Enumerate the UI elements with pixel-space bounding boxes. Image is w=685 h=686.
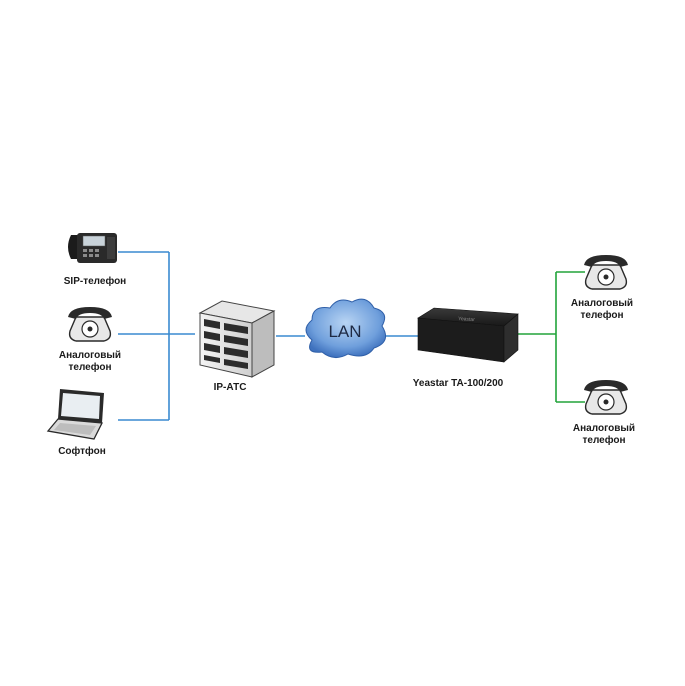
sip-phone-icon <box>68 233 117 263</box>
cloud-icon <box>305 298 387 358</box>
softphone-label-text: Софтфон <box>58 446 106 457</box>
analog-phone-icon <box>584 255 628 290</box>
ip-pbx-label-text: IP-АТС <box>213 382 247 393</box>
analog-phone-left-label-line1: Аналоговый <box>58 350 122 361</box>
analog-phone-icon <box>584 380 628 415</box>
gateway-label-text: Yeastar TA-100/200 <box>412 378 504 389</box>
server-icon <box>198 300 276 378</box>
analog-phone-right1-label: Аналоговый телефон <box>552 298 652 322</box>
sip-phone-label: SIP-телефон <box>49 276 141 288</box>
analog-phone-right2-label-line2: телефон <box>582 435 626 446</box>
analog-phone-left-label-line2: телефон <box>68 362 112 373</box>
analog-phone-left-label: Аналоговый телефон <box>44 350 136 374</box>
ip-pbx-label: IP-АТС <box>184 382 276 394</box>
svg-text:Yeastar: Yeastar <box>458 316 475 323</box>
sip-phone-label-text: SIP-телефон <box>63 276 127 287</box>
analog-phone-icon <box>68 307 112 342</box>
analog-phone-right1-label-line2: телефон <box>580 310 624 321</box>
laptop-icon <box>46 389 104 440</box>
analog-phone-right1-label-line1: Аналоговый <box>570 298 634 309</box>
softphone-label: Софтфон <box>36 446 128 458</box>
lan-links <box>118 251 418 421</box>
analog-phone-right2-label-line1: Аналоговый <box>572 423 636 434</box>
analog-links <box>517 271 585 403</box>
analog-phone-right2-label: Аналоговый телефон <box>554 423 654 447</box>
gateway-icon: Yeastar <box>417 307 519 363</box>
lan-label: LAN <box>328 322 361 341</box>
gateway-label: Yeastar TA-100/200 <box>396 378 520 390</box>
